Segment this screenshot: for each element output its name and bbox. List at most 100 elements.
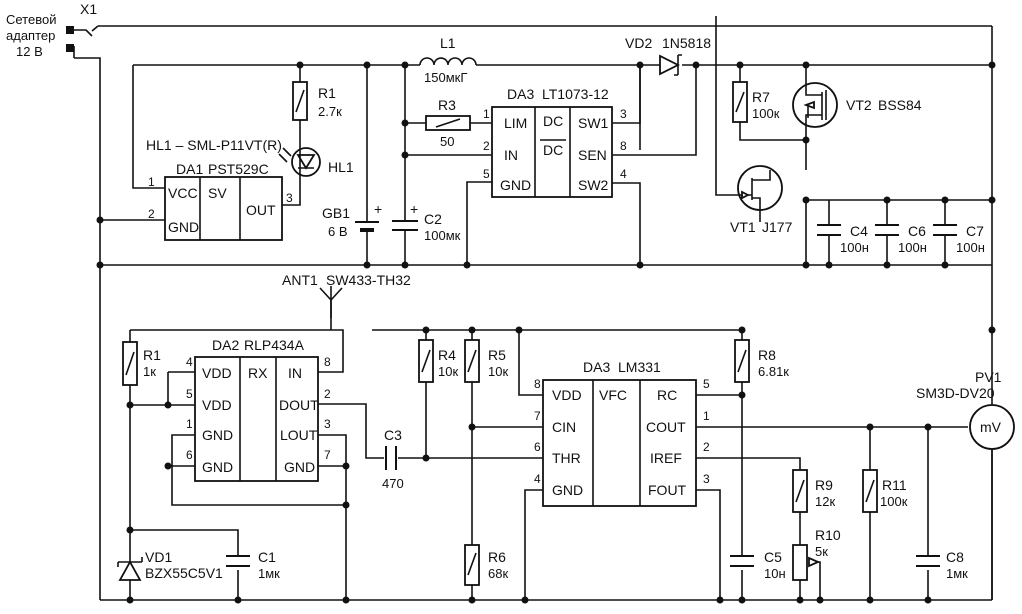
- c4-ref: C4: [850, 223, 868, 239]
- ant1-value: SW433-TH32: [326, 272, 411, 288]
- resistor-r3: R3 50: [425, 97, 471, 149]
- da3-bot-pin3: 3: [703, 472, 710, 486]
- chip-da3-lm331: DA3 LM331 VDD CIN THR GND VFC RC COUT IR…: [534, 359, 710, 507]
- inductor-l1: L1 150мкГ: [419, 35, 477, 85]
- da3-bot-pin1: 1: [703, 409, 710, 423]
- da2-lout: LOUT: [280, 427, 318, 443]
- c6-value: 100н: [898, 240, 927, 255]
- da3-bot-pin6: 6: [534, 440, 541, 454]
- da3-top-ref: DA3: [507, 86, 534, 102]
- capacitor-c4: C4 100н: [817, 223, 869, 255]
- c7-ref: C7: [966, 223, 984, 239]
- vt1-ref: VT1: [730, 219, 756, 235]
- r1-bot-ref: R1: [143, 347, 161, 363]
- gb1-value: 6 В: [328, 224, 348, 239]
- meter-pv1: mV PV1 SM3D-DV20: [916, 369, 1015, 450]
- junction-dots: [96, 61, 996, 604]
- r1-top-ref: R1: [318, 85, 336, 101]
- capacitor-c6: C6 100н: [875, 223, 927, 255]
- da3-bot-cin: CIN: [552, 419, 576, 435]
- resistor-r10: R10 5к: [792, 527, 841, 581]
- da3-bot-thr: THR: [552, 450, 581, 466]
- da1-sv: SV: [208, 185, 227, 201]
- da3-top-lim: LIM: [504, 115, 527, 131]
- capacitor-c2: + C2 100мк: [392, 201, 461, 243]
- vt1-value: J177: [762, 219, 793, 235]
- c8-ref: C8: [946, 549, 964, 565]
- vt2-value: BSS84: [878, 97, 922, 113]
- c8-value: 1мк: [946, 566, 968, 581]
- da3-bot-pin8: 8: [534, 377, 541, 391]
- hl1-caption: HL1 – SML-P11VT(R): [146, 137, 282, 153]
- r6-ref: R6: [488, 549, 506, 565]
- gb1-ref: GB1: [322, 205, 350, 221]
- da1-vcc: VCC: [168, 185, 198, 201]
- resistor-r8: R8 6.81к: [734, 339, 789, 383]
- da3-top-part: LT1073-12: [542, 86, 609, 102]
- da2-pin8: 8: [324, 355, 331, 369]
- da3-bot-fout: FOUT: [648, 482, 687, 498]
- r7-ref: R7: [752, 89, 770, 105]
- capacitor-c7: C7 100н: [933, 223, 985, 255]
- da3-top-pin5: 5: [483, 167, 490, 181]
- resistor-r6: R6 68к: [464, 544, 508, 586]
- r3-value: 50: [440, 134, 454, 149]
- da2-gnd2: GND: [202, 459, 233, 475]
- da2-vdd1: VDD: [202, 365, 232, 381]
- c5-value: 10н: [764, 566, 786, 581]
- r6-value: 68к: [488, 566, 508, 581]
- da1-part: PST529C: [208, 161, 269, 177]
- c2-value: 100мк: [424, 228, 461, 243]
- da3-top-sen: SEN: [578, 147, 607, 163]
- vd2-value: 1N5818: [662, 35, 711, 51]
- hl1-ref: HL1: [328, 159, 354, 175]
- r1-top-value: 2.7к: [318, 104, 342, 119]
- r5-value: 10к: [488, 364, 508, 379]
- antenna-ant1: ANT1 SW433-TH32: [282, 272, 411, 318]
- resistor-r1-bottom: R1 1к: [122, 341, 161, 386]
- capacitor-c5: C5 10н: [730, 549, 786, 581]
- da3-top-pin3: 3: [620, 107, 627, 121]
- da3-bot-vfc: VFC: [599, 387, 627, 403]
- c3-ref: C3: [384, 427, 402, 443]
- led-hl1: HL1: [278, 147, 354, 177]
- da1-out: OUT: [246, 202, 276, 218]
- capacitor-c3: C3 470: [382, 427, 404, 491]
- r9-ref: R9: [815, 477, 833, 493]
- da3-top-pin1: 1: [483, 107, 490, 121]
- da2-pin3: 3: [324, 417, 331, 431]
- da3-bot-pin2: 2: [703, 440, 710, 454]
- da1-ref: DA1: [176, 161, 203, 177]
- r10-value: 5к: [815, 544, 828, 559]
- da3-bot-part: LM331: [618, 359, 661, 375]
- da3-bot-ref: DA3: [583, 359, 610, 375]
- pv1-unit: mV: [980, 419, 1002, 435]
- transistor-vt2: VT2 BSS84: [792, 82, 922, 128]
- pv1-ref: PV1: [975, 369, 1002, 385]
- da2-in: IN: [288, 365, 302, 381]
- vd2-ref: VD2: [625, 35, 652, 51]
- r1-bot-value: 1к: [143, 364, 156, 379]
- da3-bot-cout: COUT: [646, 419, 686, 435]
- resistor-r11: R11 100к: [862, 469, 908, 513]
- da2-rx: RX: [248, 365, 268, 381]
- da1-gnd: GND: [168, 219, 199, 235]
- x1-ref: X1: [80, 1, 97, 17]
- c2-ref: C2: [424, 211, 442, 227]
- c2-plus: +: [410, 201, 418, 217]
- da2-dout: DOUT: [279, 397, 319, 413]
- pv1-value: SM3D-DV20: [916, 385, 995, 401]
- da2-gnd1: GND: [202, 427, 233, 443]
- vt2-ref: VT2: [846, 97, 872, 113]
- da3-bot-iref: IREF: [650, 450, 682, 466]
- r4-ref: R4: [438, 347, 456, 363]
- r11-ref: R11: [882, 477, 907, 493]
- r4-value: 10к: [438, 364, 458, 379]
- da2-pin7: 7: [324, 448, 331, 462]
- chip-da1: DA1 PST529C VCC GND SV OUT 1 2 3: [148, 161, 293, 241]
- da3-bot-vdd: VDD: [552, 387, 582, 403]
- resistor-r9: R9 12к: [792, 469, 835, 513]
- da2-pin1: 1: [186, 417, 193, 431]
- r7-value: 100к: [752, 106, 780, 121]
- c3-value: 470: [382, 476, 404, 491]
